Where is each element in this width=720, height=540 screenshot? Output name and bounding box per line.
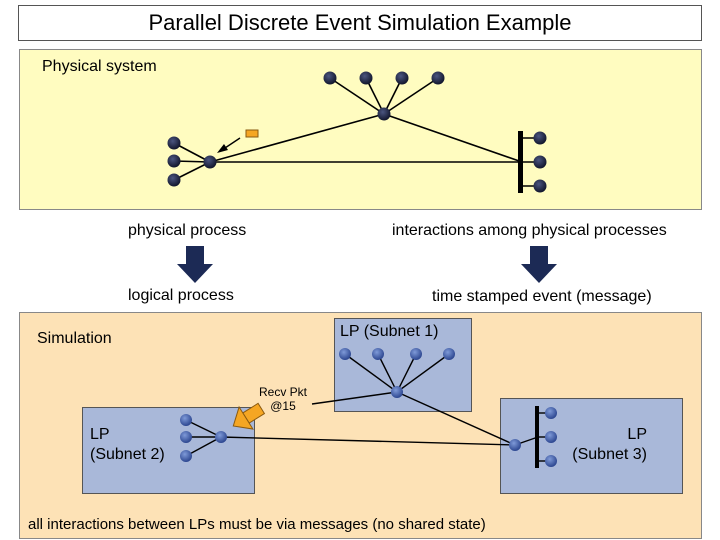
lp1-node — [410, 348, 422, 360]
simulation-nodes — [180, 348, 557, 467]
lp-subnet-2-label: LP (Subnet 2) — [90, 425, 165, 465]
physical-network — [173, 77, 540, 187]
physical-process-label: physical process — [128, 222, 247, 239]
lp3-hub-node — [509, 439, 521, 451]
lp-subnet-3-line1: LP — [627, 426, 647, 443]
lp3-bus-bar — [535, 406, 539, 468]
message-label: Recv Pkt @15 — [252, 385, 314, 413]
packet-icon — [245, 129, 259, 138]
diagram-title-text: Parallel Discrete Event Simulation Examp… — [148, 10, 572, 35]
logical-process-label: logical process — [128, 287, 234, 304]
physical-node — [323, 71, 337, 85]
simulation-network — [185, 353, 551, 462]
physical-node — [533, 131, 547, 145]
physical-node — [431, 71, 445, 85]
physical-nodes — [167, 71, 547, 193]
lp1-node — [339, 348, 351, 360]
physical-node — [167, 154, 181, 168]
lp2-node — [180, 431, 192, 443]
lp1-node — [443, 348, 455, 360]
lp3-node — [545, 407, 557, 419]
packet-direction-arrow — [217, 137, 241, 153]
interactions-label: interactions among physical processes — [392, 222, 667, 239]
time-stamped-event-label: time stamped event (message) — [432, 288, 652, 305]
physical-node — [359, 71, 373, 85]
simulation-label: Simulation — [37, 330, 112, 347]
message-label-line2: @15 — [270, 399, 296, 413]
lp2-hub-node — [215, 431, 227, 443]
footnote: all interactions between LPs must be via… — [28, 516, 486, 533]
physical-bus-bar — [518, 131, 523, 193]
message-arrow-icon — [232, 402, 266, 430]
lp1-hub-node — [391, 386, 403, 398]
lp-subnet-2-line1: LP — [90, 426, 110, 443]
physical-system-label: Physical system — [42, 58, 157, 75]
lp-subnet-3-line2: (Subnet 3) — [572, 446, 647, 463]
lp2-node — [180, 450, 192, 462]
lp3-node — [545, 431, 557, 443]
lp-subnet-3-box — [500, 398, 683, 494]
lp3-node — [545, 455, 557, 467]
physical-node — [167, 173, 181, 187]
lp-subnet-3-label: LP (Subnet 3) — [563, 425, 647, 465]
physical-node — [167, 136, 181, 150]
physical-node — [395, 71, 409, 85]
lp-subnet-2-box — [82, 407, 255, 494]
diagram-title: Parallel Discrete Event Simulation Examp… — [18, 5, 702, 41]
physical-node — [533, 179, 547, 193]
physical-node — [533, 155, 547, 169]
lp2-node — [180, 414, 192, 426]
lp-subnet-1-label: LP (Subnet 1) — [340, 323, 439, 340]
physical-hub-node — [203, 155, 217, 169]
lp-subnet-1-box — [334, 318, 472, 412]
message-label-line1: Recv Pkt — [258, 385, 307, 399]
physical-hub-node — [377, 107, 391, 121]
lp-subnet-2-line2: (Subnet 2) — [90, 446, 165, 463]
mapping-arrow-left-icon — [177, 246, 213, 283]
lp1-node — [372, 348, 384, 360]
mapping-arrow-right-icon — [521, 246, 557, 283]
